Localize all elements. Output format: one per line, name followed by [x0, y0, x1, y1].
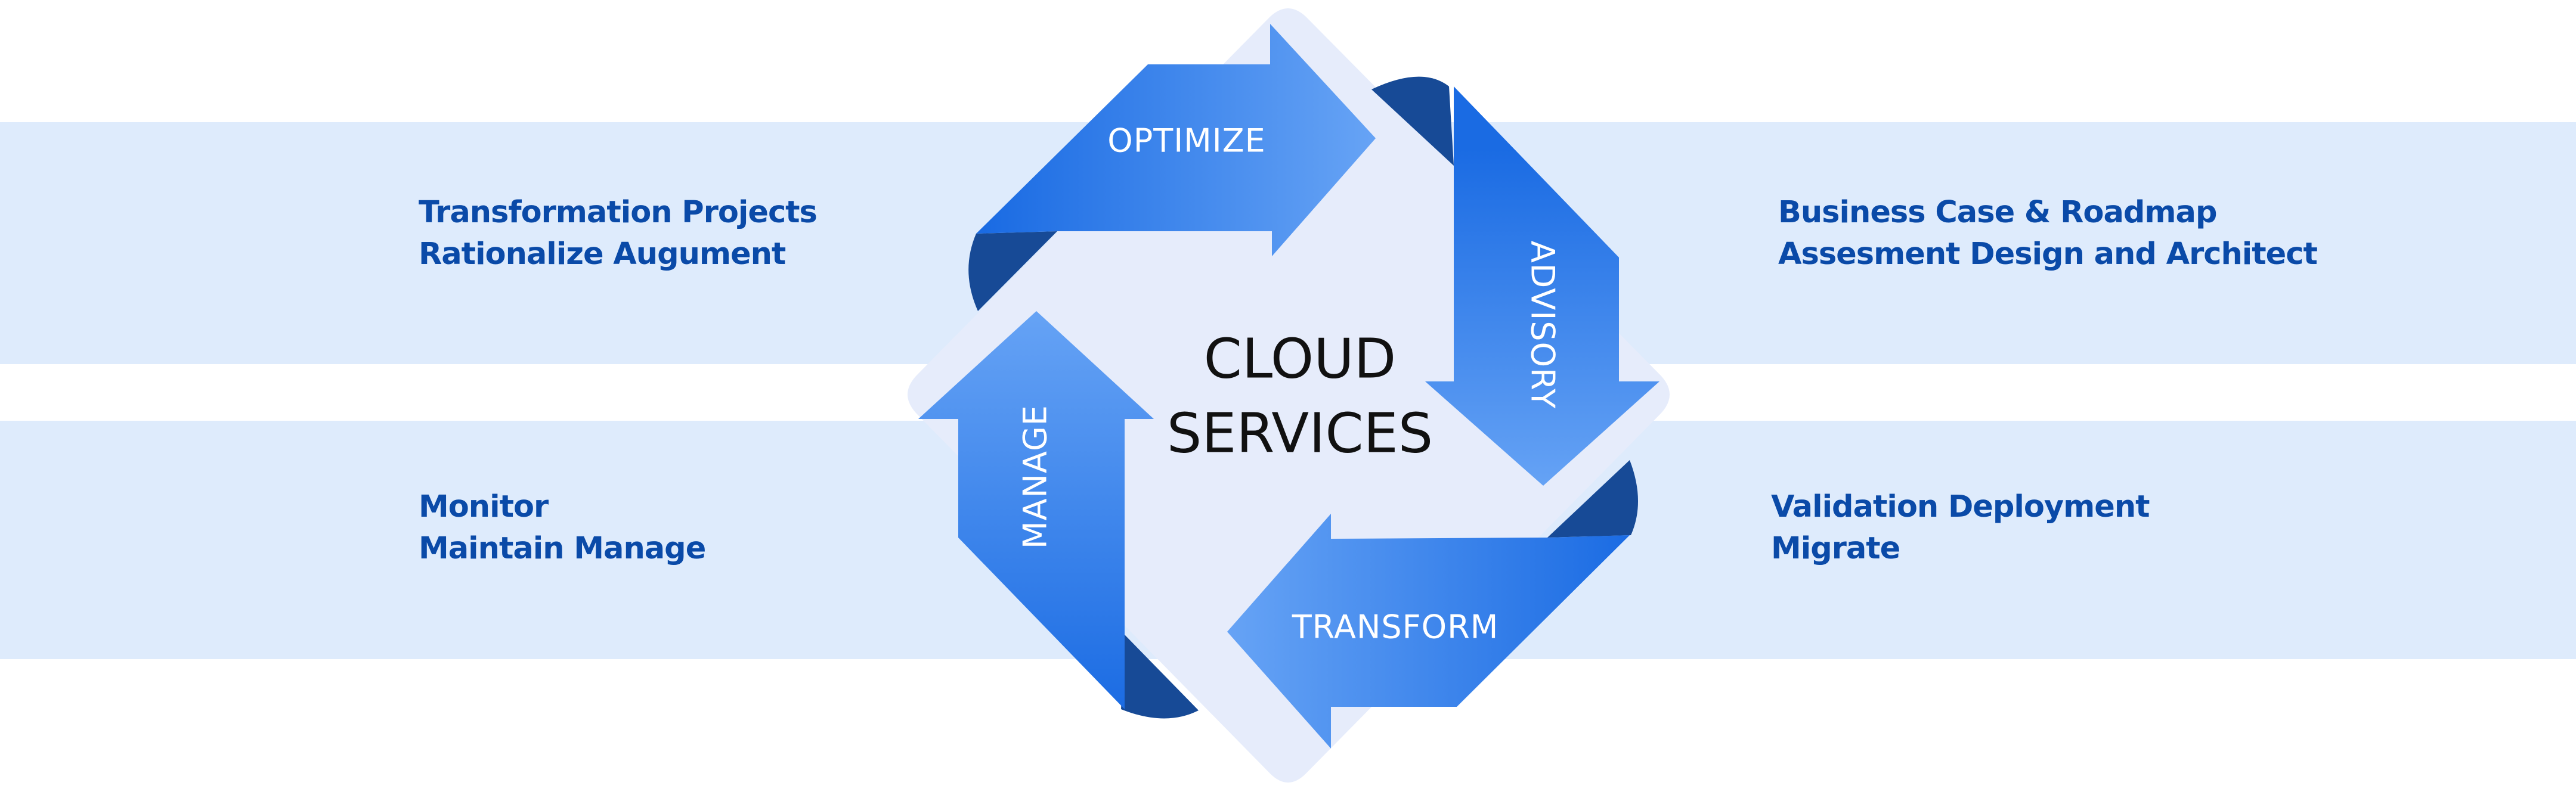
manage-label: MANAGE — [1017, 405, 1054, 549]
advisory-arrow — [1425, 86, 1659, 486]
fold-top-left — [968, 231, 1057, 311]
note-bottom-left: Monitor Maintain Manage — [419, 486, 706, 570]
transform-arrow — [1227, 514, 1630, 749]
note-bottom-right-line-2: Migrate — [1771, 531, 1900, 566]
center-title-line-1: CLOUD — [1204, 327, 1397, 390]
note-bottom-right-line-1: Validation Deployment — [1771, 489, 2150, 524]
note-top-right-line-1: Business Case & Roadmap — [1778, 195, 2217, 230]
note-bottom-right: Validation Deployment Migrate — [1771, 486, 2150, 570]
note-top-left-line-2: Rationalize Augument — [419, 237, 786, 272]
note-bottom-left-line-1: Monitor — [419, 489, 549, 524]
note-top-right: Business Case & Roadmap Assesment Design… — [1778, 192, 2318, 275]
optimize-arrow — [976, 24, 1376, 256]
transform-label: TRANSFORM — [1292, 608, 1499, 646]
note-bottom-left-line-2: Maintain Manage — [419, 531, 706, 566]
advisory-label: ADVISORY — [1524, 241, 1561, 409]
optimize-label: OPTIMIZE — [1107, 122, 1266, 160]
note-top-right-line-2: Assesment Design and Architect — [1778, 237, 2318, 272]
note-top-left-line-1: Transformation Projects — [419, 195, 818, 230]
fold-top-right — [1371, 76, 1454, 166]
cycle-graphic: OPTIMIZE ADVISORY TRANSFORM MANAGE CLOUD… — [908, 8, 1670, 783]
manage-arrow — [918, 311, 1154, 709]
center-title-line-2: SERVICES — [1167, 401, 1433, 465]
fold-bottom-left — [1121, 635, 1199, 719]
note-top-left: Transformation Projects Rationalize Augu… — [419, 192, 818, 275]
fold-bottom-right — [1547, 460, 1639, 538]
